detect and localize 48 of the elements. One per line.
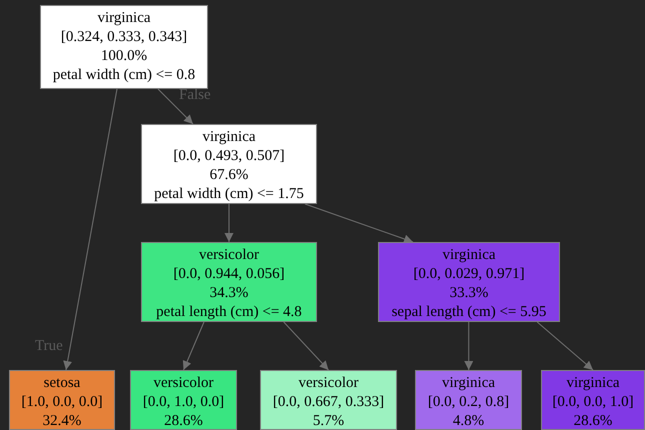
node-text: [0.0, 0.0, 1.0]	[552, 393, 634, 412]
node-text: versicolor	[199, 246, 259, 265]
node-text: versicolor	[154, 374, 214, 393]
arrow	[224, 204, 234, 242]
node-text: virginica	[442, 246, 496, 265]
node-text: [0.324, 0.333, 0.343]	[60, 28, 188, 47]
node-text: 28.6%	[164, 412, 203, 430]
node-text: petal width (cm) <= 0.8	[52, 66, 196, 85]
node-text: [0.0, 0.667, 0.333]	[272, 393, 384, 412]
arrow	[464, 322, 474, 370]
arrow	[182, 322, 204, 370]
node-text: virginica	[566, 374, 620, 393]
tree-node-box	[415, 370, 522, 430]
tree-node-box	[130, 370, 237, 430]
tree-node-box	[9, 370, 115, 430]
arrow	[536, 322, 594, 370]
node-text: 67.6%	[210, 166, 248, 185]
node-text: [0.0, 0.944, 0.056]	[173, 265, 285, 284]
node-text: 33.3%	[450, 284, 488, 303]
tree-node-box	[260, 370, 397, 430]
tree-node-box	[378, 242, 560, 322]
node-text: 28.6%	[574, 412, 612, 430]
node-text: [0.0, 1.0, 0.0]	[142, 393, 224, 412]
tree-node-box	[141, 124, 317, 204]
arrow	[63, 88, 118, 370]
node-text: virginica	[442, 374, 496, 393]
node-text: 5.7%	[312, 412, 344, 430]
node-text: [0.0, 0.493, 0.507]	[173, 147, 285, 166]
node-text: 100.0%	[100, 47, 148, 66]
tree-node-box	[40, 5, 208, 89]
node-text: 34.3%	[210, 284, 248, 303]
node-text: sepal length (cm) <= 5.95	[392, 303, 546, 322]
tree-node-box	[541, 370, 645, 430]
node-text: setosa	[44, 374, 80, 393]
node-text: [0.0, 0.029, 0.971]	[413, 265, 525, 284]
node-text: [0.0, 0.2, 0.8]	[428, 393, 510, 412]
arrow	[304, 204, 414, 244]
node-text: 32.4%	[42, 412, 82, 430]
node-text: versicolor	[298, 374, 358, 393]
tree-node-box	[141, 242, 317, 322]
node-text: virginica	[97, 9, 151, 28]
arrow	[283, 322, 329, 370]
node-text: virginica	[202, 128, 256, 147]
node-text: petal length (cm) <= 4.8	[156, 303, 302, 322]
arrow	[158, 88, 194, 124]
node-text: petal width (cm) <= 1.75	[154, 185, 304, 204]
node-text: [1.0, 0.0, 0.0]	[21, 393, 103, 412]
node-text: 4.8%	[452, 412, 484, 430]
